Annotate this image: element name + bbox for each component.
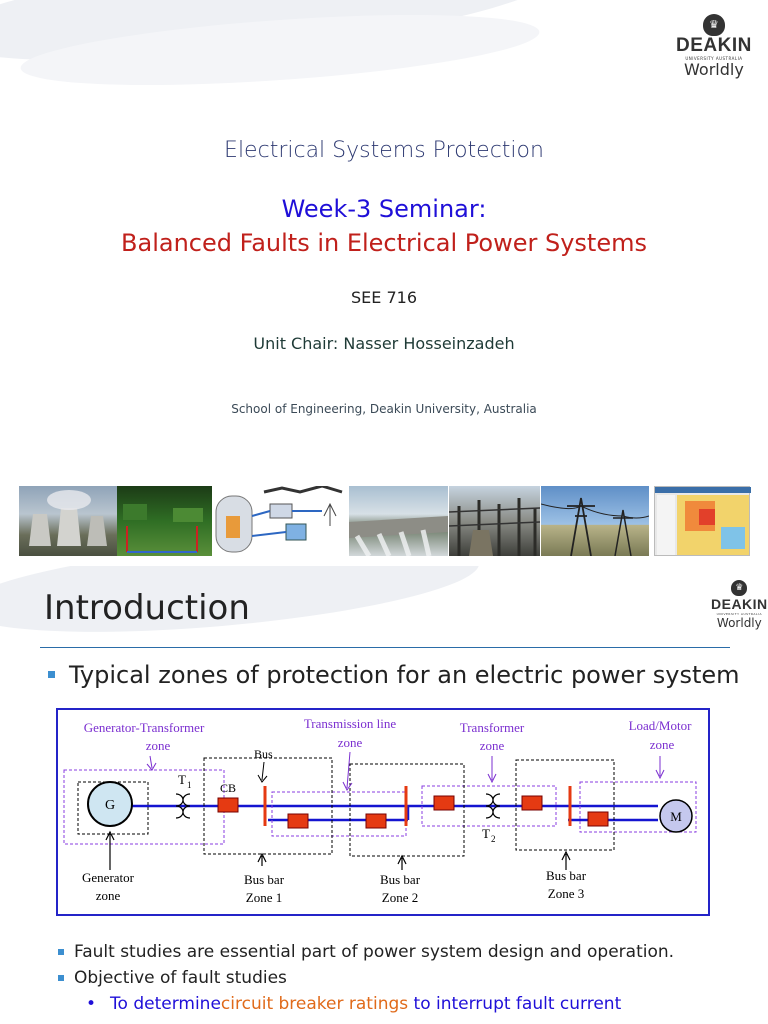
bullet-text: Objective of fault studies bbox=[74, 968, 287, 988]
nuclear-diagram-icon bbox=[215, 484, 343, 553]
substation-image bbox=[448, 486, 541, 556]
unit-chair: Unit Chair: Nasser Hosseinzadeh bbox=[253, 334, 515, 353]
t1-label: T bbox=[178, 772, 186, 787]
substation-icon bbox=[448, 498, 541, 556]
circuit-breaker-icon bbox=[587, 811, 609, 827]
heading-rule bbox=[40, 647, 730, 648]
sub-bullet-text-end: to interrupt fault current bbox=[408, 994, 622, 1014]
school-name: School of Engineering, Deakin University… bbox=[231, 402, 537, 416]
title-slide: ♛ DEAKIN UNIVERSITY AUSTRALIA Worldly El… bbox=[0, 0, 752, 558]
slide-heading: Introduction bbox=[44, 588, 250, 628]
geothermal-image bbox=[117, 486, 212, 556]
dam-icon bbox=[349, 516, 448, 558]
tline-zone-label: Transmission line bbox=[304, 716, 397, 731]
deakin-logo: ♛ DEAKIN UNIVERSITY AUSTRALIA Worldly bbox=[676, 14, 752, 79]
busbar1-label-2: Zone 1 bbox=[246, 890, 282, 905]
heatmap-icon bbox=[655, 487, 751, 555]
busbar2-box bbox=[349, 763, 465, 857]
motor-icon bbox=[659, 799, 693, 833]
gen-tx-zone-label-2: zone bbox=[146, 738, 171, 753]
circuit-breaker-icon bbox=[521, 795, 543, 811]
tx-zone-label-2: zone bbox=[480, 738, 505, 753]
tx-zone-label: Transformer bbox=[460, 720, 525, 735]
logo-sub: UNIVERSITY AUSTRALIA bbox=[716, 612, 763, 616]
lecture-subtitle: Balanced Faults in Electrical Power Syst… bbox=[121, 229, 647, 257]
logo-tag: Worldly bbox=[716, 616, 762, 630]
sub-bullet-text-start: To determine bbox=[110, 994, 221, 1014]
bullet-text: Fault studies are essential part of powe… bbox=[74, 942, 675, 962]
unit-code: SEE 716 bbox=[351, 288, 417, 307]
simulation-screenshot-image bbox=[654, 486, 751, 556]
busbar2-label-2: Zone 2 bbox=[382, 890, 418, 905]
t2-sub-label: 2 bbox=[491, 834, 496, 844]
power-station-image bbox=[19, 486, 117, 556]
deakin-logo-small: ♛ DEAKIN UNIVERSITY AUSTRALIA Worldly bbox=[711, 580, 768, 630]
logo-name: DEAKIN bbox=[676, 35, 752, 56]
gen-label: G bbox=[105, 798, 115, 813]
motor-label: M bbox=[670, 809, 682, 824]
logo-tag: Worldly bbox=[684, 60, 744, 79]
cb-label: CB bbox=[220, 781, 236, 795]
protection-zones-diagram: G T 1 CB Bus bbox=[56, 708, 710, 916]
gen-zone-label: Generator bbox=[82, 870, 135, 885]
busbar3-label-2: Zone 3 bbox=[548, 886, 584, 901]
bullet-icon bbox=[48, 671, 55, 678]
sub-bullet-highlight: circuit breaker ratings bbox=[220, 994, 409, 1014]
load-zone-label: Load/Motor bbox=[629, 718, 692, 733]
gen-tx-zone-label: Generator-Transformer bbox=[84, 720, 205, 735]
week-title: Week-3 Seminar: bbox=[281, 195, 487, 223]
bullet-icon bbox=[58, 975, 64, 981]
hydro-dam-image bbox=[349, 486, 448, 558]
nuclear-plant-diagram bbox=[212, 484, 348, 556]
load-zone-label-2: zone bbox=[650, 737, 675, 752]
bullet-icon bbox=[58, 949, 64, 955]
transformer-t1-icon bbox=[175, 793, 191, 819]
t2-label: T bbox=[482, 826, 490, 841]
bullet-item: Objective of fault studies bbox=[58, 968, 287, 988]
sub-bullet-item: • To determine circuit breaker ratings t… bbox=[86, 994, 621, 1014]
busbar3-box bbox=[515, 759, 615, 851]
circuit-breaker-icon bbox=[217, 797, 239, 813]
logo-sub: UNIVERSITY AUSTRALIA bbox=[685, 56, 743, 61]
geothermal-icon bbox=[123, 504, 203, 553]
logo-name: DEAKIN bbox=[711, 596, 768, 612]
busbar1-label: Bus bar bbox=[244, 872, 285, 887]
circuit-breaker-icon bbox=[287, 813, 309, 829]
transmission-towers-image bbox=[540, 486, 650, 557]
busbar1-box bbox=[203, 757, 333, 855]
transformer-t2-icon bbox=[485, 793, 501, 819]
load-zone-box bbox=[579, 781, 697, 833]
course-title: Electrical Systems Protection bbox=[224, 138, 544, 163]
circuit-breaker-icon bbox=[365, 813, 387, 829]
introduction-slide: ♛ DEAKIN UNIVERSITY AUSTRALIA Worldly In… bbox=[0, 566, 768, 1024]
circuit-breaker-icon bbox=[433, 795, 455, 811]
power-station-icon bbox=[29, 490, 107, 546]
t1-sub-label: 1 bbox=[187, 780, 192, 790]
sub-bullet-dot-icon: • bbox=[86, 994, 97, 1014]
main-bullet: Typical zones of protection for an elect… bbox=[48, 661, 740, 689]
tline-zone-label-2: zone bbox=[338, 735, 363, 750]
gen-zone-label-2: zone bbox=[96, 888, 121, 903]
generator-icon bbox=[87, 781, 133, 827]
busbar2-label: Bus bar bbox=[380, 872, 421, 887]
bullet-item: Fault studies are essential part of powe… bbox=[58, 942, 674, 962]
main-bullet-text: Typical zones of protection for an elect… bbox=[69, 661, 740, 689]
zones-svg: G T 1 CB Bus bbox=[63, 716, 697, 905]
bus-label: Bus bbox=[254, 747, 273, 761]
tx-zone-box bbox=[421, 785, 557, 827]
busbar3-label: Bus bar bbox=[546, 868, 587, 883]
tower-icon bbox=[540, 497, 650, 557]
crest-icon: ♛ bbox=[731, 580, 748, 596]
crest-icon: ♛ bbox=[702, 14, 725, 36]
